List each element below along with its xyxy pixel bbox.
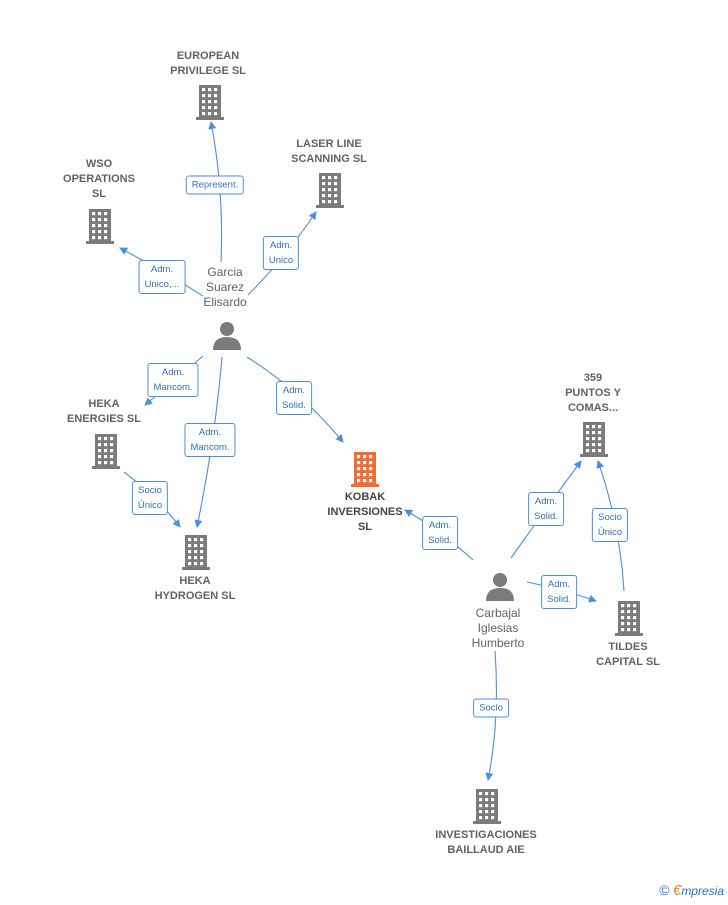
label-line: Adm. xyxy=(269,240,293,251)
company-label-laser[interactable]: LASER LINE SCANNING SL xyxy=(291,137,367,167)
company-label-investigaciones[interactable]: INVESTIGACIONES BAILLAUD AIE xyxy=(435,828,536,858)
copyright-icon: © xyxy=(659,882,670,898)
edge-label-represent[interactable]: Represent. xyxy=(185,175,245,195)
heka-hydrogen-building-icon[interactable] xyxy=(182,535,210,570)
edge-label-adm-unico-wso[interactable]: Adm. Unico,... xyxy=(138,260,186,294)
label-line: WSO xyxy=(85,158,113,170)
label-line: Adm. xyxy=(282,385,306,396)
company-label-wso[interactable]: WSO OPERATIONS SL xyxy=(63,157,135,202)
label-line: INVESTIGACIONES xyxy=(435,829,537,841)
heka-energies-building-icon[interactable] xyxy=(92,434,120,469)
label-line: PRIVILEGE SL xyxy=(170,65,246,77)
tildes-building-icon[interactable] xyxy=(615,601,643,636)
empresia-credit[interactable]: © €mpresia xyxy=(659,882,724,899)
edge-label-adm-mancom-hydrogen[interactable]: Adm. Mancom. xyxy=(184,423,236,457)
label-line: Elisardo xyxy=(203,295,247,309)
label-line: SCANNING SL xyxy=(291,153,367,165)
label-line: Adm. xyxy=(150,264,174,275)
label-line: Garcia xyxy=(207,265,243,279)
label-line: EUROPEAN xyxy=(176,50,240,62)
company-label-puntos[interactable]: 359 PUNTOS Y COMAS... xyxy=(565,371,621,416)
carbajal-person-icon[interactable] xyxy=(486,573,514,601)
label-line: HEKA xyxy=(179,575,211,587)
wso-building-icon[interactable] xyxy=(86,209,114,244)
laser-building-icon[interactable] xyxy=(316,173,344,208)
edge-label-adm-solid-tildes[interactable]: Adm. Solid. xyxy=(541,575,577,609)
garcia-person-icon[interactable] xyxy=(213,322,241,350)
label-line: Adm. xyxy=(198,427,222,438)
empresia-logo-text: mpresia xyxy=(681,884,724,898)
label-line: Iglesias xyxy=(477,621,519,635)
label-line: Unico xyxy=(268,255,294,266)
company-label-heka-energies[interactable]: HEKA ENERGIES SL xyxy=(67,397,141,427)
label-line: Adm. xyxy=(534,496,558,507)
label-line: Único xyxy=(597,527,623,538)
label-line: ENERGIES SL xyxy=(67,413,141,425)
label-line: SL xyxy=(357,521,373,533)
label-line: KOBAK xyxy=(344,491,386,503)
label-line: Adm. xyxy=(428,520,452,531)
label-line: Solid. xyxy=(534,511,558,522)
edge-label-socio-unico-hydrogen[interactable]: Socio Único xyxy=(131,481,169,515)
label-line: Solid. xyxy=(282,400,306,411)
label-line: PUNTOS Y xyxy=(565,387,621,399)
edge-label-adm-solid-puntos[interactable]: Adm. Solid. xyxy=(528,492,564,526)
company-label-european[interactable]: EUROPEAN PRIVILEGE SL xyxy=(170,49,246,79)
label-line: Socio xyxy=(138,485,162,496)
company-label-heka-hydrogen[interactable]: HEKA HYDROGEN SL xyxy=(155,574,236,604)
label-line: HEKA xyxy=(88,398,120,410)
label-line: Único xyxy=(137,500,163,511)
label-line: Mancom. xyxy=(153,382,193,393)
label-line: Socio xyxy=(598,512,622,523)
edge-carbajal-investigaciones xyxy=(485,650,497,781)
edge-label-adm-solid-kobak-garcia[interactable]: Adm. Solid. xyxy=(276,381,312,415)
label-line: INVERSIONES xyxy=(327,506,403,518)
kobak-building-icon[interactable] xyxy=(351,452,379,487)
company-label-tildes[interactable]: TILDES CAPITAL SL xyxy=(596,640,660,670)
european-building-icon[interactable] xyxy=(196,85,224,120)
person-label-carbajal[interactable]: Carbajal Iglesias Humberto xyxy=(472,606,525,651)
label-line: CAPITAL SL xyxy=(596,656,660,668)
edge-label-socio-investigaciones[interactable]: Socio xyxy=(473,698,509,718)
puntos-building-icon[interactable] xyxy=(580,422,608,457)
edge-label-socio-unico-puntos[interactable]: Socio Único xyxy=(591,508,629,542)
label-line: HYDROGEN SL xyxy=(154,590,236,602)
label-line: Adm. xyxy=(547,579,571,590)
empresia-logo-initial: € xyxy=(672,882,682,899)
label-line: Humberto xyxy=(471,636,525,650)
edge-label-adm-unico-laser[interactable]: Adm. Unico xyxy=(262,236,300,270)
label-line: LASER LINE xyxy=(296,138,362,150)
edge-label-adm-solid-kobak-carbajal[interactable]: Adm. Solid. xyxy=(422,516,458,550)
label-line: OPERATIONS xyxy=(63,173,135,185)
label-line: Adm. xyxy=(161,367,185,378)
person-label-garcia[interactable]: Garcia Suarez Elisardo xyxy=(203,265,246,310)
label-line: Suarez xyxy=(205,280,245,294)
label-line: Mancom. xyxy=(190,442,230,453)
label-line: Solid. xyxy=(428,535,452,546)
label-line: Represent. xyxy=(191,179,239,191)
label-line: BAILLAUD AIE xyxy=(447,844,525,856)
label-line: SL xyxy=(91,188,107,200)
label-line: TILDES xyxy=(608,641,648,653)
label-line: Socio xyxy=(479,702,503,714)
label-line: Unico,... xyxy=(144,279,180,290)
investigaciones-building-icon[interactable] xyxy=(473,789,501,824)
company-label-kobak[interactable]: KOBAK INVERSIONES SL xyxy=(327,490,402,535)
edge-label-adm-mancom-energies[interactable]: Adm. Mancom. xyxy=(147,363,199,397)
label-line: Solid. xyxy=(547,594,571,605)
label-line: 359 xyxy=(583,372,603,384)
label-line: COMAS... xyxy=(567,402,619,414)
label-line: Carbajal xyxy=(475,606,521,620)
